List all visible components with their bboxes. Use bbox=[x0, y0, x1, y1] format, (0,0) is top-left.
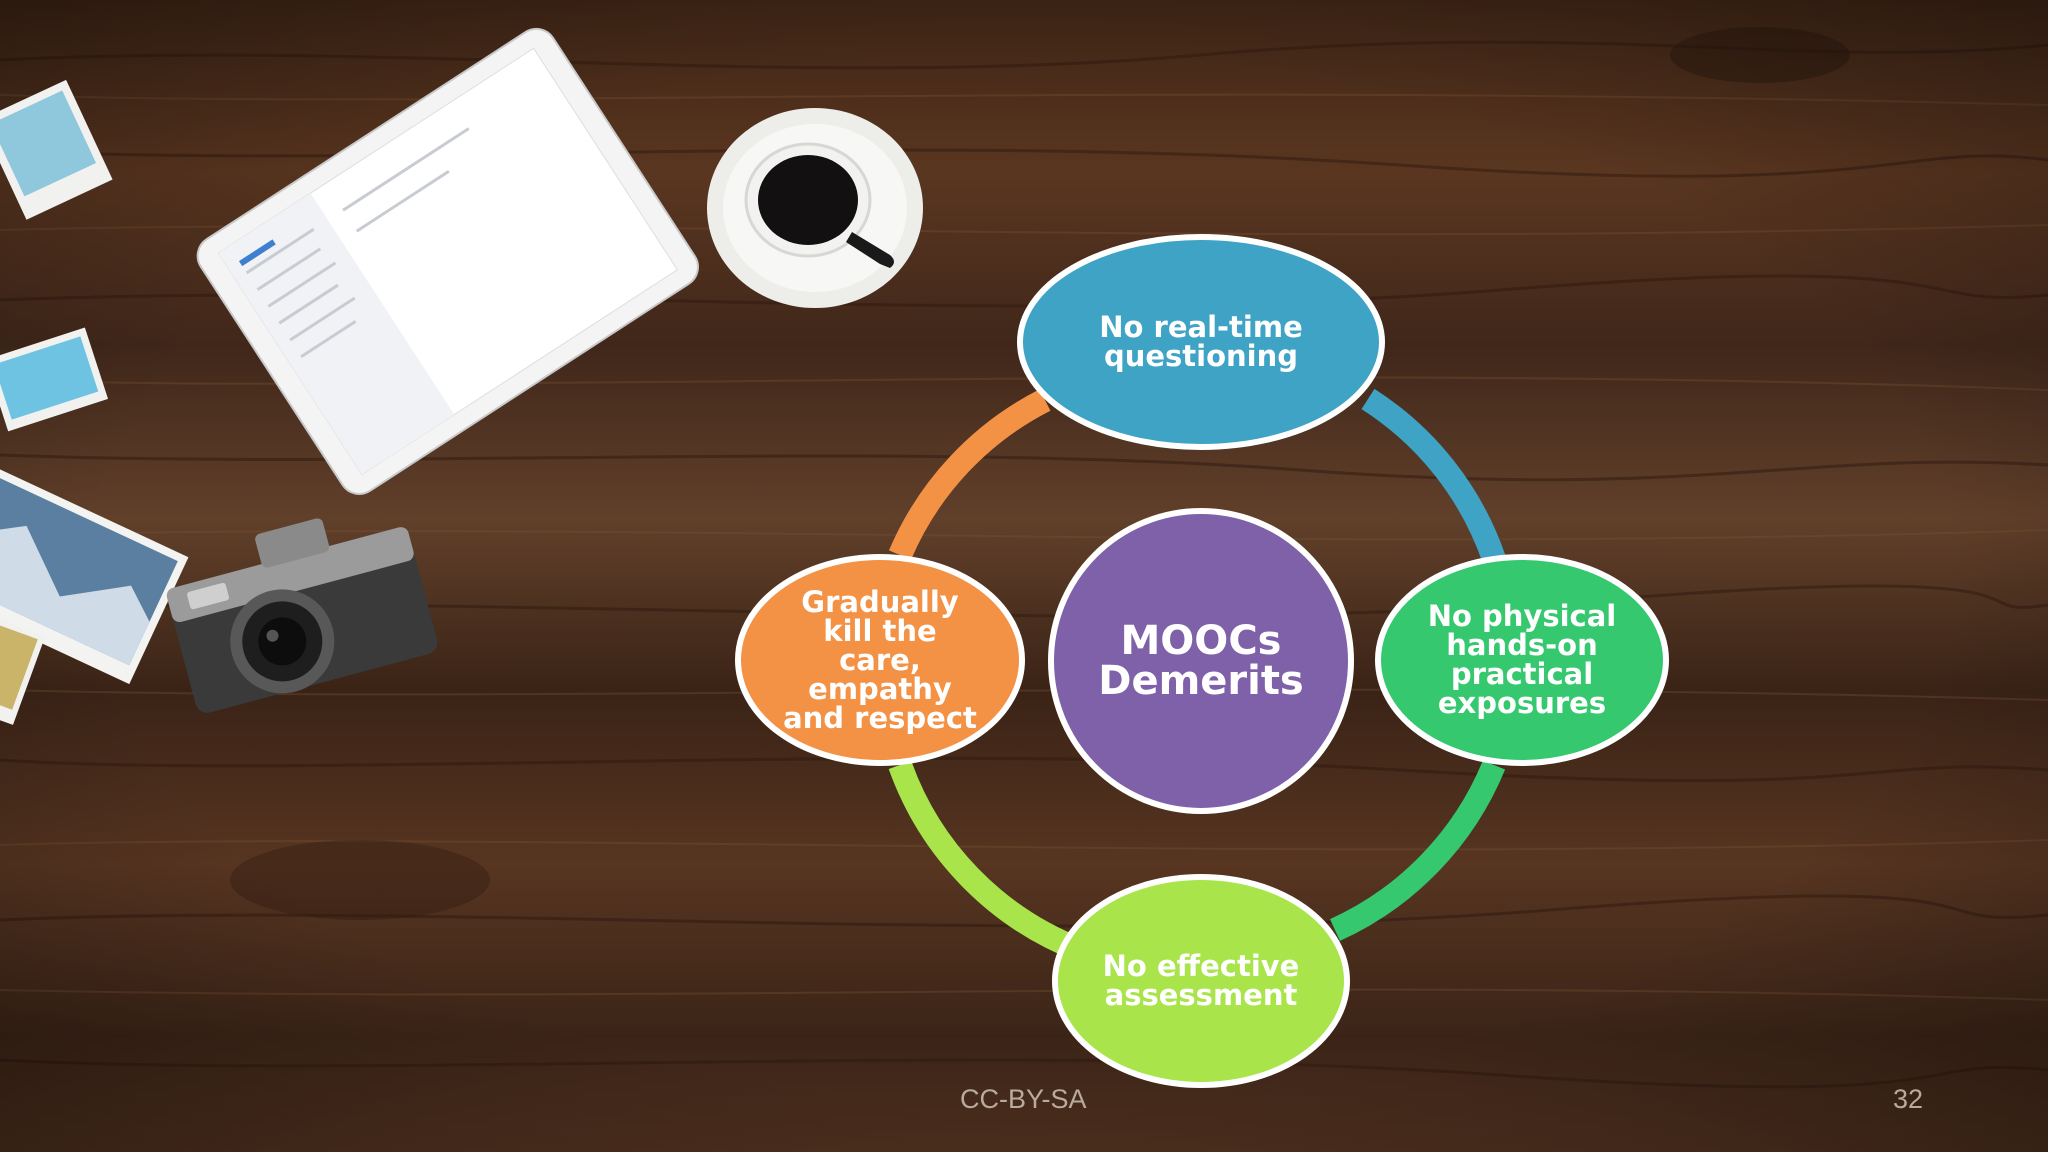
node-bottom-label: No effective assessment bbox=[1102, 949, 1300, 1012]
photo-print-icon bbox=[0, 79, 189, 725]
footer-license: CC-BY-SA bbox=[960, 1084, 1087, 1114]
node-top-label: No real-time questioning bbox=[1099, 310, 1303, 373]
ring-arc-top-left bbox=[888, 389, 1051, 560]
node-bottom bbox=[1052, 874, 1350, 1088]
node-right bbox=[1375, 554, 1669, 766]
node-left bbox=[735, 554, 1025, 766]
ring-arc-bottom-right bbox=[1330, 760, 1506, 941]
node-top bbox=[1017, 234, 1385, 450]
page-number: 32 bbox=[1893, 1084, 1924, 1114]
center-label: MOOCs Demerits bbox=[1098, 618, 1304, 704]
ring-arc-bottom-left bbox=[888, 760, 1085, 962]
coffee-cup-icon bbox=[707, 108, 923, 308]
node-left-label: Gradually kill the care, empathy and res… bbox=[783, 584, 977, 735]
camera-icon bbox=[166, 518, 438, 713]
center-circle bbox=[1048, 508, 1354, 814]
tablet-icon bbox=[196, 27, 699, 495]
ring-arc-top-right bbox=[1361, 388, 1506, 563]
node-right-label: No physical hands-on practical exposures bbox=[1427, 599, 1617, 720]
